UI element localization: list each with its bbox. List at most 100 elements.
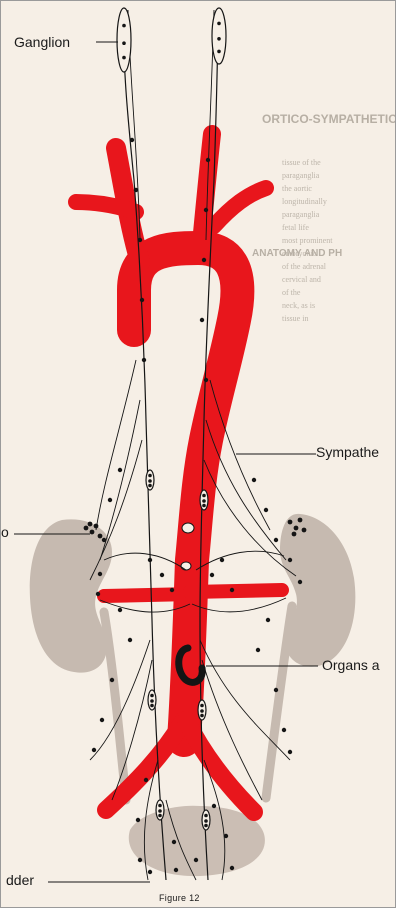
right-kidney: [280, 514, 355, 667]
paraganglion-dot: [138, 858, 142, 862]
figure-caption: Figure 12: [159, 893, 200, 903]
paraganglion-dot: [128, 638, 132, 642]
paraganglion-dot: [172, 840, 176, 844]
right-iliac-artery: [186, 720, 254, 812]
paraganglion-dot: [118, 608, 122, 612]
renal-nerve-left: [104, 553, 186, 570]
right-subclavian-branch: [214, 188, 266, 226]
paraganglion-dot: [88, 522, 93, 527]
paraganglion-dot: [288, 750, 292, 754]
paraganglion-dot: [200, 714, 204, 718]
ganglion-node: [212, 8, 226, 64]
ganglion-node: [117, 8, 131, 72]
paraganglion-dot: [230, 866, 234, 870]
paraganglion-dot: [150, 704, 154, 708]
paraganglion-dot: [217, 50, 221, 54]
paraganglion-dot: [110, 678, 114, 682]
label-organs: Organs a: [322, 657, 380, 673]
paraganglion-dot: [288, 520, 293, 525]
paraganglion-dot: [288, 558, 292, 562]
paraganglion-dot: [148, 870, 152, 874]
paraganglion-dot: [96, 592, 100, 596]
paraganglion-dot: [204, 208, 208, 212]
paraganglion-dot: [252, 478, 256, 482]
paraganglion-dot: [150, 694, 154, 698]
paraganglion-dot: [92, 748, 96, 752]
paraganglion-dot: [202, 258, 206, 262]
paraganglion-dot: [264, 508, 268, 512]
paraganglion-dot: [118, 468, 122, 472]
paraganglion-dot: [148, 474, 152, 478]
paraganglion-dot: [136, 818, 140, 822]
paraganglion-dot: [202, 504, 206, 508]
paraganglion-dot: [212, 804, 216, 808]
paraganglion-dot: [108, 498, 112, 502]
paraganglion-dot: [134, 188, 138, 192]
paraganglion-dot: [206, 158, 210, 162]
paraganglion-dot: [160, 573, 164, 577]
paraganglion-dot: [220, 558, 224, 562]
label-ganglion: Ganglion: [14, 34, 70, 50]
paraganglion-dot: [102, 538, 106, 542]
paraganglion-dot: [294, 526, 299, 531]
paraganglion-dot: [210, 573, 214, 577]
paraganglion-dot: [200, 704, 204, 708]
paraganglion-dot: [298, 580, 302, 584]
paraganglion-dot: [202, 494, 206, 498]
paraganglion-dot: [217, 37, 221, 41]
paraganglion-dot: [158, 814, 162, 818]
vessel-origin-lower: [181, 562, 191, 570]
paraganglion-dot: [144, 778, 148, 782]
paraganglion-dot: [148, 558, 152, 562]
paraganglion-dot: [170, 588, 174, 592]
paraganglion-dot: [200, 318, 204, 322]
paraganglion-dot: [266, 618, 270, 622]
paraganglion-dot: [202, 499, 206, 503]
paraganglion-dot: [292, 532, 297, 537]
label-left-edge: o: [1, 524, 9, 540]
label-bladder: dder: [6, 872, 34, 888]
paraganglion-dot: [224, 834, 228, 838]
paraganglion-dot: [158, 809, 162, 813]
paraganglion-dot: [98, 572, 102, 576]
paraganglion-dot: [122, 56, 126, 60]
left-renal-artery: [104, 594, 192, 596]
paraganglion-dot: [140, 298, 144, 302]
paraganglion-dot: [204, 824, 208, 828]
paraganglion-dot: [200, 709, 204, 713]
paraganglion-dot: [282, 728, 286, 732]
paraganglion-dot: [302, 528, 307, 533]
paraganglion-dot: [122, 24, 126, 28]
paraganglion-dot: [138, 238, 142, 242]
left-subclavian-branch: [76, 202, 136, 212]
paraganglion-dot: [194, 858, 198, 862]
aorta-group: [76, 134, 282, 812]
paraganglion-dot: [122, 41, 126, 45]
paraganglion-dot: [90, 530, 95, 535]
label-sympathetic: Sympathe: [316, 444, 379, 460]
paraganglion-dot: [174, 868, 178, 872]
paraganglion-dot: [142, 358, 146, 362]
paraganglion-dot: [256, 648, 260, 652]
paraganglion-dot: [274, 688, 278, 692]
right-ureter: [266, 606, 292, 798]
paraganglion-dot: [230, 588, 234, 592]
paraganglion-dot: [100, 718, 104, 722]
paraganglion-dot: [150, 699, 154, 703]
paraganglion-dot: [298, 518, 303, 523]
paraganglion-dot: [130, 138, 134, 142]
vessel-origin-upper: [182, 523, 194, 533]
paraganglion-dot: [158, 804, 162, 808]
paraganglion-dot: [94, 524, 99, 529]
right-renal-artery: [190, 590, 282, 592]
paraganglion-dot: [98, 534, 103, 539]
paraganglion-dot: [204, 814, 208, 818]
paraganglion-dot: [274, 538, 278, 542]
paraganglion-dot: [217, 22, 221, 26]
paraganglion-dot: [204, 819, 208, 823]
paraganglion-dot: [84, 526, 89, 531]
paraganglion-dot: [204, 378, 208, 382]
paraganglion-dot: [148, 484, 152, 488]
paraganglion-dot: [148, 479, 152, 483]
